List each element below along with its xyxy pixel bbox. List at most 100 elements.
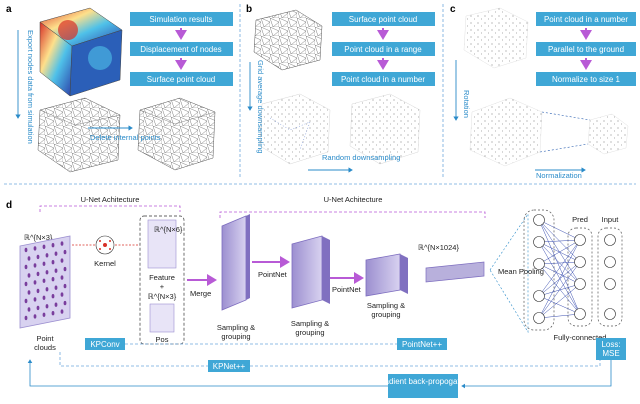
input-point [33,280,37,285]
fc-connection [538,239,581,297]
input-point [60,309,64,314]
fc-connection [538,239,581,319]
box-surface-cloud-a [130,72,233,86]
box-number-c [536,12,636,26]
fc-layer-1 [523,209,555,331]
loss-box [596,338,626,360]
fc-neuron [604,278,616,290]
kpnetpp-box [208,360,250,372]
input-point [36,288,40,294]
input-dots [24,241,67,321]
panel-a-letter: a [6,4,12,15]
fc-neuron [533,258,545,270]
kpnetpp-link [250,360,601,367]
box-normalize [536,72,636,86]
unet-right-bracket [219,211,486,218]
feature-vector-bar [425,261,485,283]
simulation-cube-image [39,7,123,97]
fc-neuron [604,308,616,320]
box-surface-cloud-b-label: Surface point cloud [349,15,418,24]
fc-neuron [533,236,545,248]
fc-connection [538,283,581,319]
export-label: Export nodes data from simulation [26,30,35,144]
sg2-label: Sampling &grouping [291,319,329,337]
fc-neuron [533,290,545,302]
input-point [63,283,67,289]
input-point [54,268,58,273]
fc-connection [538,263,581,315]
input-point [27,307,31,312]
input-point [60,275,64,280]
box-parallel-label: Parallel to the ground [548,45,624,54]
panel-d: d U-Net Achitecture U-Net Achitecture ℝ^… [6,195,626,398]
point-cloud-b2 [349,93,421,165]
input-point [27,290,31,295]
input-dim: ℝ^{N×3} [24,233,53,242]
fc-neuron [533,214,545,226]
input-point [24,281,28,287]
input-point [54,285,58,290]
fc-connection [538,239,581,265]
fc-connection [538,239,581,243]
input-point [24,247,28,253]
pointnetpp-box [397,338,447,350]
input-point [42,295,46,300]
input-point [51,294,55,299]
feat-dim: ℝ^{N×6} [154,225,183,234]
input-point [24,264,28,270]
fc-connection [538,219,581,315]
plus-label: + [160,282,165,291]
input-point [42,261,46,266]
box-number-b [332,72,435,86]
grid-label: Grid average downsampling [256,60,265,153]
input-point [27,256,31,261]
pos-label: Pos [156,335,169,344]
input-point [45,270,49,275]
normalization-label: Normalization [536,171,582,180]
input-point [24,298,28,304]
gradient-box [388,374,458,398]
unet-left-title: U-Net Achitecture [81,195,140,204]
point-cloud-c2 [469,97,543,167]
zoom-line-bottom [539,143,589,153]
pointnet1-label: PointNet [258,270,288,279]
gradient-arrow-out [27,359,388,387]
fc-connection [538,241,581,315]
unet-left-bracket [39,205,181,212]
feature-label: Feature [149,273,175,282]
input-point [60,292,64,297]
input-point [54,251,58,256]
mesh-cube-2 [137,97,216,171]
box-surface-cloud-b [332,12,435,26]
kpconv-label: KPConv [90,340,119,349]
input-point [51,243,55,248]
input-point [33,314,37,319]
panel-c-letter: c [450,4,456,15]
pos-slab [149,303,175,333]
point-cloud-b1 [259,93,331,165]
input-point [36,254,40,260]
panel-d-letter: d [6,200,12,211]
box-surface-cloud-a-label: Surface point cloud [147,75,216,84]
fc-connection [538,261,581,319]
input-point [42,312,46,317]
input-point [45,253,49,258]
gradient-arrow-in [461,360,612,389]
point-cloud-c1 [463,7,529,69]
panel-b: b Surface point cloud Point cloud in a r… [246,4,435,173]
point-cloud-c3 [587,113,629,155]
fc-neuron [604,256,616,268]
fc-connection [538,295,581,315]
kpconv-box [85,338,125,350]
pool-to-fc-link [489,213,529,334]
fc-network [533,214,616,324]
box-displacement [130,42,233,56]
input-point [63,266,67,272]
stage1-slab [221,215,247,311]
box-simulation-results-label: Simulation results [149,15,212,24]
kpnetpp-label: KPNet++ [213,362,246,371]
box-range [332,42,435,56]
surface-cloud-image-b [253,9,323,71]
input-point [42,278,46,283]
input-point [51,277,55,282]
